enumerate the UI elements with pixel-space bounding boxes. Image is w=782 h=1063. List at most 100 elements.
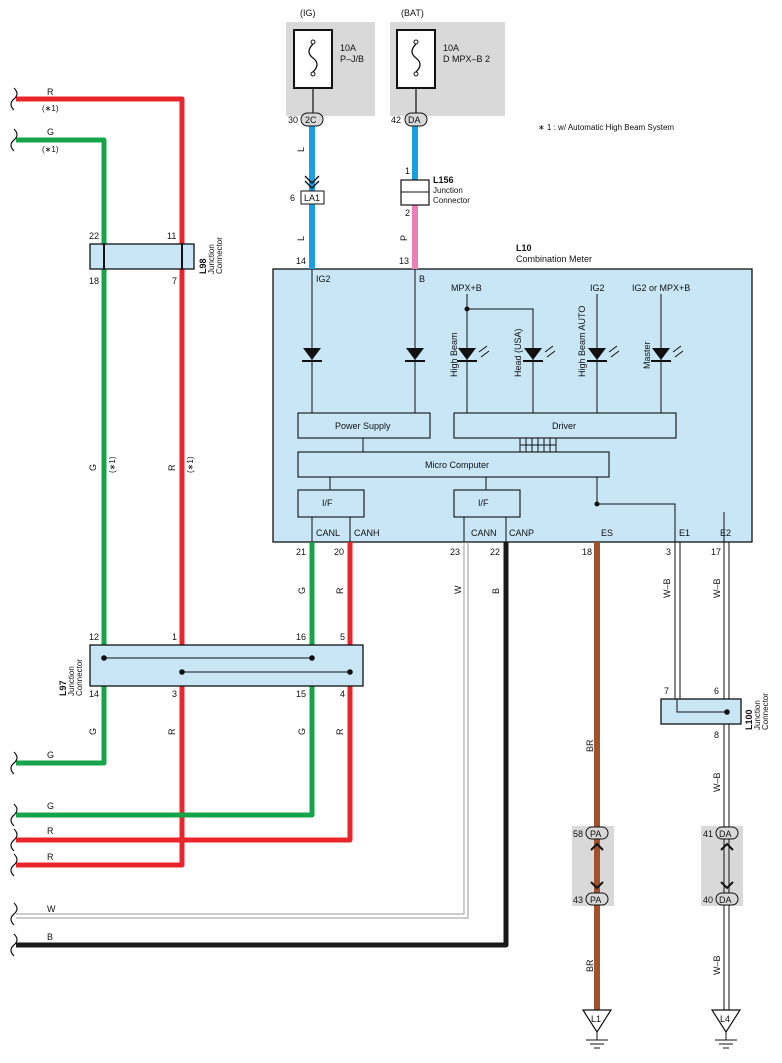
led-head-usa-label: Head (USA) [513,328,523,377]
l97-code: L97 [58,680,68,696]
connector-da-mid-bottom-label: DA [719,895,732,905]
wire-cann-white [16,542,465,915]
l98-pin-7: 7 [172,276,177,286]
l98-name1: Junction [207,244,216,274]
meter-canp: CANP [509,528,534,538]
micro-computer-label: Micro Computer [425,460,489,470]
connector-da-pin-top: 41 [703,829,713,839]
connector-2c [300,112,324,127]
l10-code: L10 [516,243,532,253]
connector-pa-top [585,826,609,840]
label-wb-1: W–B [662,578,672,598]
l97-pin-1: 1 [172,632,177,642]
meter-cann: CANN [471,528,497,538]
label-l-1: L [296,147,306,152]
meter-pin-20: 20 [334,547,344,557]
power-supply-block [297,412,431,439]
led-master [651,345,684,362]
ground-l1-label: L1 [591,1014,601,1024]
l97-pin-14: 14 [89,689,99,699]
led-head-usa [523,345,556,362]
label-r-v4: R [335,728,345,735]
led-high-beam [457,345,490,362]
fuse-bat-amp: 10A [443,43,459,53]
meter-mpxb-label: MPX+B [451,283,482,293]
connector-da-mid-top [715,826,739,840]
driver-label: Driver [552,421,576,431]
if-block-2 [453,489,521,518]
wire-green-upper [16,137,107,766]
fuse-bat-name: D MPX–B 2 [443,54,490,64]
led-high-beam-label: High Beam [449,332,459,377]
led-high-beam-auto-label: High Beam AUTO [577,306,587,377]
l97-pin-16: 16 [296,632,306,642]
l100-name2: Connector [761,693,770,730]
pa-chevrons [590,842,604,890]
label-br-1: BR [585,739,595,752]
label-g-v1: G [88,464,98,471]
diode-b [405,348,425,362]
connector-la1-pin: 6 [290,193,295,203]
label-wb-4: W–B [712,955,722,975]
connector-da-top [404,112,428,127]
label-l-2: L [296,236,306,241]
label-r-3: R [47,852,54,862]
footnote: ∗ 1 : w/ Automatic High Beam System [538,123,674,132]
wire-canh-red [16,542,353,843]
connector-2c-pin: 30 [288,115,298,125]
l156-pin-bottom: 2 [405,208,410,218]
wire-cann-white-2 [16,542,469,919]
label-r-v2: R [335,587,345,594]
l97-pin-5: 5 [340,632,345,642]
label-w-v: W [453,585,463,594]
wire-canp-black [16,542,509,948]
wire-canl-green [16,542,315,818]
power-supply-label: Power Supply [335,421,391,431]
label-wb-3: W–B [712,772,722,792]
la1-chevrons [304,175,320,189]
l97-pin-15: 15 [296,689,306,699]
l100-code: L100 [744,709,754,730]
meter-pin-22: 22 [490,547,500,557]
l97-pin-3: 3 [172,689,177,699]
label-br-2: BR [585,959,595,972]
connector-l97 [89,644,364,687]
connector-l98 [89,243,195,270]
wire-e1-wb [674,542,730,1010]
label-w: W [47,904,56,914]
connector-2c-label: 2C [305,115,317,125]
l97-junction-dots [101,655,353,675]
connector-pa-top-label: PA [590,829,601,839]
l100-pin-6: 6 [714,686,719,696]
connector-da-top-label: DA [408,115,421,125]
label-b-v: B [491,588,501,594]
connector-pa-bottom [585,892,609,906]
meter-pin-23: 23 [450,547,460,557]
l156-name1: Junction [433,186,463,195]
meter-ig2mpx-label: IG2 or MPX+B [632,283,690,293]
connector-pa-pin-bottom: 43 [573,895,583,905]
label-star-g: (∗1) [42,145,59,154]
label-g-1: G [47,127,54,137]
fuse-bat-symbol [396,29,436,89]
l100-pin-7: 7 [664,686,669,696]
label-r-v1: R [167,464,177,471]
label-g-v4: G [297,728,307,735]
fuse-bat-supply: (BAT) [401,8,424,18]
label-g-v2: G [297,587,307,594]
label-r-1: R [47,87,54,97]
l97-name2: Connector [75,659,84,696]
da-chevrons [720,842,734,890]
if-block-1-label: I/F [322,498,333,508]
meter-ig2-label: IG2 [316,274,331,284]
ground-l4-label: L4 [720,1014,730,1024]
label-r-2: R [47,826,54,836]
diode-ig2 [302,348,322,362]
micro-computer-block [297,451,610,478]
label-p: P [399,235,409,241]
meter-pin-18: 18 [582,547,592,557]
l97-bus-lines [104,657,350,673]
l10-name: Combination Meter [516,254,592,264]
meter-canl: CANL [316,528,340,538]
label-star-r: (∗1) [42,104,59,113]
